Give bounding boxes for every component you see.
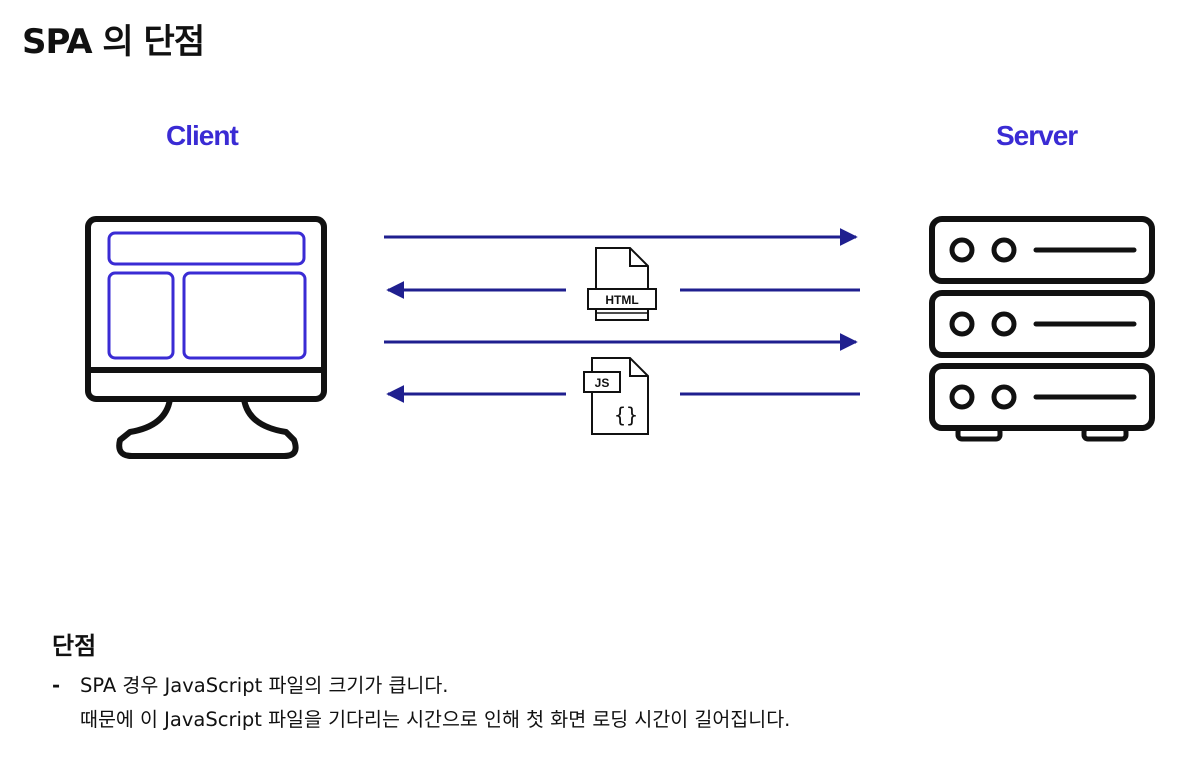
js-braces-symbol: {} <box>614 403 638 427</box>
html-file-label: HTML <box>605 293 638 307</box>
js-file-label: JS <box>595 376 610 390</box>
desktop-monitor-icon <box>85 216 327 459</box>
client-label: Client <box>166 120 239 151</box>
cons-item-text: SPA 경우 JavaScript 파일의 크기가 큽니다. 때문에 이 Jav… <box>80 669 790 737</box>
cons-item-line-2: 때문에 이 JavaScript 파일을 기다리는 시간으로 인해 첫 화면 로… <box>80 708 791 731</box>
js-file-icon: JS {} <box>583 357 649 435</box>
cons-item: - SPA 경우 JavaScript 파일의 크기가 큽니다. 때문에 이 J… <box>52 669 790 737</box>
server-rack-icon <box>929 216 1155 442</box>
cons-heading: 단점 <box>52 632 97 660</box>
html-file-icon: HTML <box>587 247 657 321</box>
client-server-diagram: HTML JS {} <box>85 216 1155 459</box>
cons-list: - SPA 경우 JavaScript 파일의 크기가 큽니다. 때문에 이 J… <box>52 669 790 737</box>
page-title: SPA 의 단점 <box>22 22 205 62</box>
bullet-dash: - <box>52 674 61 697</box>
server-label: Server <box>996 120 1078 151</box>
cons-item-line-1: SPA 경우 JavaScript 파일의 크기가 큽니다. <box>80 674 449 697</box>
